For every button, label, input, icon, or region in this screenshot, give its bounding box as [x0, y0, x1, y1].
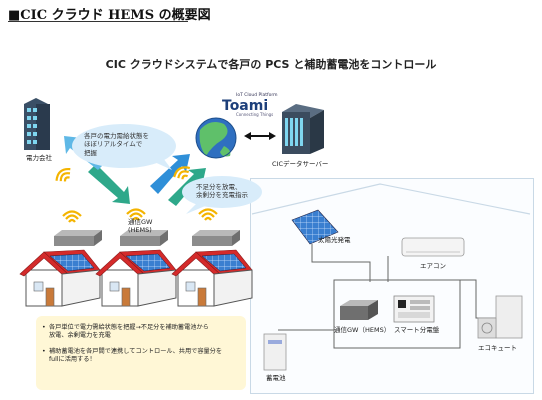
- aircon-label: エアコン: [420, 262, 446, 270]
- solar-label: 太陽光発電: [318, 236, 351, 244]
- battery-label: 蓄電池: [266, 374, 286, 382]
- note-bullet: •: [42, 324, 46, 331]
- home-roofline: [251, 183, 531, 215]
- logo-sub-text: Connecting Things: [236, 112, 273, 117]
- cloud-globe-icon: [195, 117, 237, 159]
- hems-gateway-label: 通信GW（HEMS）: [334, 326, 391, 334]
- notes-box: • 各戸単位で電力需給状態を把握→不足分を補助蓄電池から 放電、余剰電力を充電 …: [36, 316, 246, 390]
- power-company-building-icon: [24, 98, 50, 150]
- note-bullet: •: [42, 348, 46, 355]
- gateway-box-icon: [54, 230, 102, 246]
- solar-panel-icon: [291, 209, 339, 245]
- server-rack-icon: [282, 104, 324, 154]
- toami-logo: IoT Cloud Platform Toami Connecting Thin…: [222, 92, 278, 117]
- air-conditioner-icon: [401, 237, 465, 257]
- hems-gateway-icon: [340, 300, 378, 320]
- wifi-signal-icon: [52, 164, 76, 187]
- wifi-signal-icon: [61, 210, 83, 224]
- cic-server-label: CICデータサーバー: [272, 160, 329, 168]
- ecocute-label: エコキュート: [478, 344, 517, 352]
- instruct-bubble-text: 不足分を放電、 余剰分を充電指示: [196, 183, 248, 200]
- power-company-label: 電力会社: [26, 154, 52, 162]
- logo-top-text: IoT Cloud Platform: [236, 92, 278, 98]
- house-icon: [171, 249, 253, 307]
- speech-bubble-monitor: [72, 124, 176, 170]
- note-item: 各戸単位で電力需給状態を把握→不足分を補助蓄電池から 放電、余剰電力を充電: [49, 324, 209, 340]
- speech-bubble-instruct: [182, 176, 262, 214]
- monitor-bubble-text: 各戸の電力需給状態を ほぼリアルタイムで 把握: [84, 132, 149, 157]
- heading-underline: [8, 21, 188, 22]
- home-enclosure: [250, 178, 534, 394]
- smart-panel-icon: [393, 295, 435, 323]
- note-item: 補助蓄電池を各戸間で連携してコントロール、共用で容量分を fullに活用する！: [49, 348, 223, 364]
- gateway-box-icon: [192, 230, 240, 246]
- gateway-label: 通信GW (HEMS): [128, 218, 153, 235]
- bidirectional-arrow-icon: [244, 132, 276, 140]
- storage-battery-icon: [263, 333, 287, 371]
- page-heading: ■CIC クラウド HEMS の概要図: [8, 8, 211, 23]
- logo-brand-text: Toami: [222, 98, 268, 114]
- house-icon: [95, 249, 177, 307]
- wifi-signal-icon: [197, 208, 219, 222]
- ecocute-unit-icon: [477, 295, 523, 339]
- house-icon: [19, 249, 101, 307]
- smart-panel-label: スマート分電盤: [394, 326, 440, 334]
- diagram-title: CIC クラウドシステムで各戸の PCS と補助蓄電池をコントロール: [105, 58, 437, 71]
